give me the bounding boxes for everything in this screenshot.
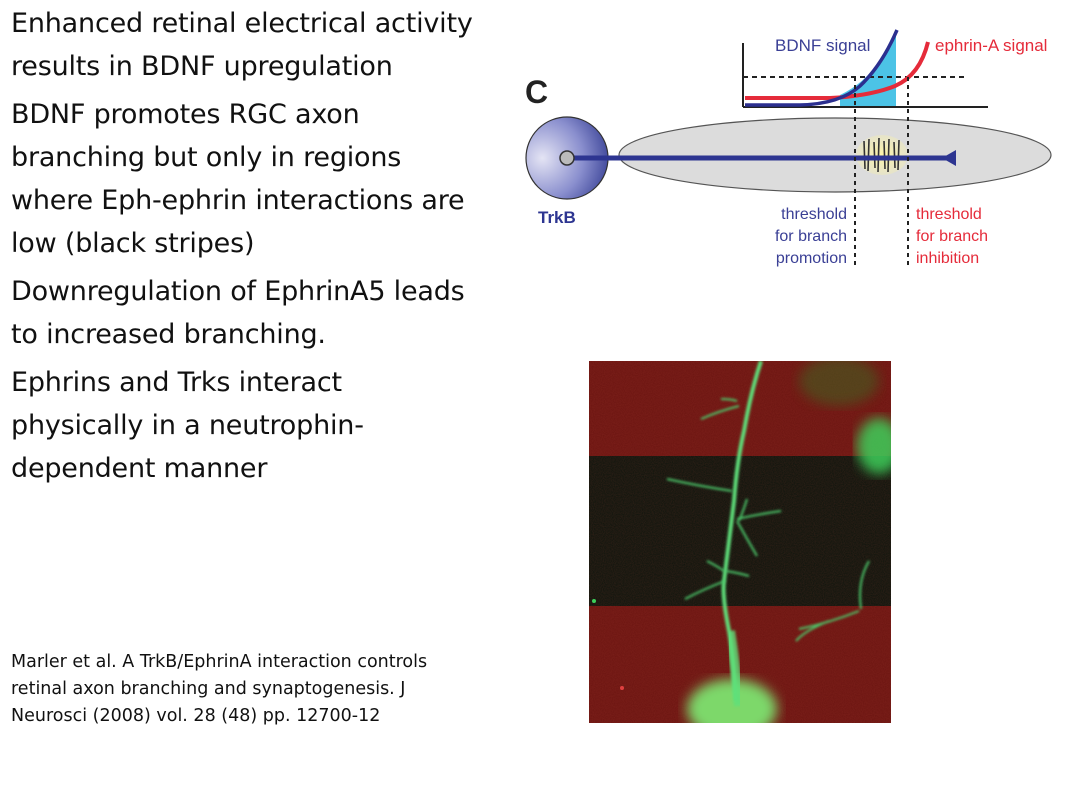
cell-soma bbox=[687, 679, 777, 723]
citation: Marler et al. A TrkB/EphrinA interaction… bbox=[11, 652, 428, 726]
panel-label: C bbox=[525, 74, 548, 110]
nucleus bbox=[559, 150, 575, 166]
svg-text:for branch: for branch bbox=[916, 228, 988, 245]
micrograph-image bbox=[589, 361, 891, 723]
bullet-item: Ephrins and Trks interact physically in … bbox=[11, 367, 364, 484]
promotion-threshold-label: threshold for branch promotion bbox=[775, 206, 847, 267]
inhibition-threshold-label: threshold for branch inhibition bbox=[916, 206, 988, 267]
bullet-item: BDNF promotes RGC axon branching but onl… bbox=[11, 99, 465, 259]
bdnf-signal-label: BDNF signal bbox=[775, 36, 870, 55]
svg-text:promotion: promotion bbox=[776, 250, 847, 267]
ephrin-signal-label: ephrin-A signal bbox=[935, 36, 1047, 55]
growth-cone-tip bbox=[942, 150, 956, 166]
svg-text:threshold: threshold bbox=[916, 206, 982, 223]
bullet-item: Downregulation of EphrinA5 leads to incr… bbox=[11, 276, 465, 350]
fluorescence-micrograph bbox=[589, 361, 891, 723]
trkb-label: TrkB bbox=[538, 208, 576, 227]
axon-branches bbox=[666, 398, 870, 642]
svg-text:inhibition: inhibition bbox=[916, 250, 979, 267]
bullet-list: Enhanced retinal electrical activity res… bbox=[11, 2, 481, 495]
bullet-item: Enhanced retinal electrical activity res… bbox=[11, 8, 473, 82]
bdnf-curve bbox=[745, 29, 899, 107]
target-zone-ellipse bbox=[618, 117, 1052, 193]
svg-text:for branch: for branch bbox=[775, 228, 847, 245]
svg-text:threshold: threshold bbox=[781, 206, 847, 223]
branching-threshold-diagram: C BDNF signal ephrin-A signal TrkB thres… bbox=[525, 29, 1052, 267]
